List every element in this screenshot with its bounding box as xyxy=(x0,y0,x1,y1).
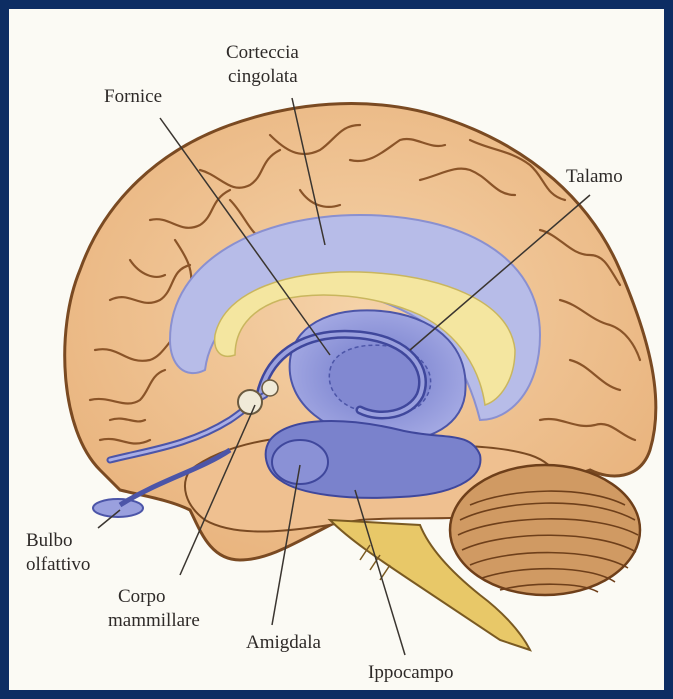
label-talamo: Talamo xyxy=(566,166,623,187)
label-corpo-1: Corpo xyxy=(118,586,166,607)
olfactory-bulb xyxy=(93,499,143,517)
label-amigdala: Amigdala xyxy=(246,632,321,653)
label-corteccia-1: Corteccia xyxy=(226,42,299,63)
label-ippocampo: Ippocampo xyxy=(368,662,453,683)
label-corpo-2: mammillare xyxy=(108,610,200,631)
label-bulbo-2: olfattivo xyxy=(26,554,90,575)
label-bulbo-1: Bulbo xyxy=(26,530,72,551)
label-corteccia-2: cingolata xyxy=(228,66,298,87)
cerebellum xyxy=(450,465,640,595)
label-fornice: Fornice xyxy=(104,86,162,107)
mammillary-body xyxy=(238,390,262,414)
amygdala xyxy=(272,440,328,484)
